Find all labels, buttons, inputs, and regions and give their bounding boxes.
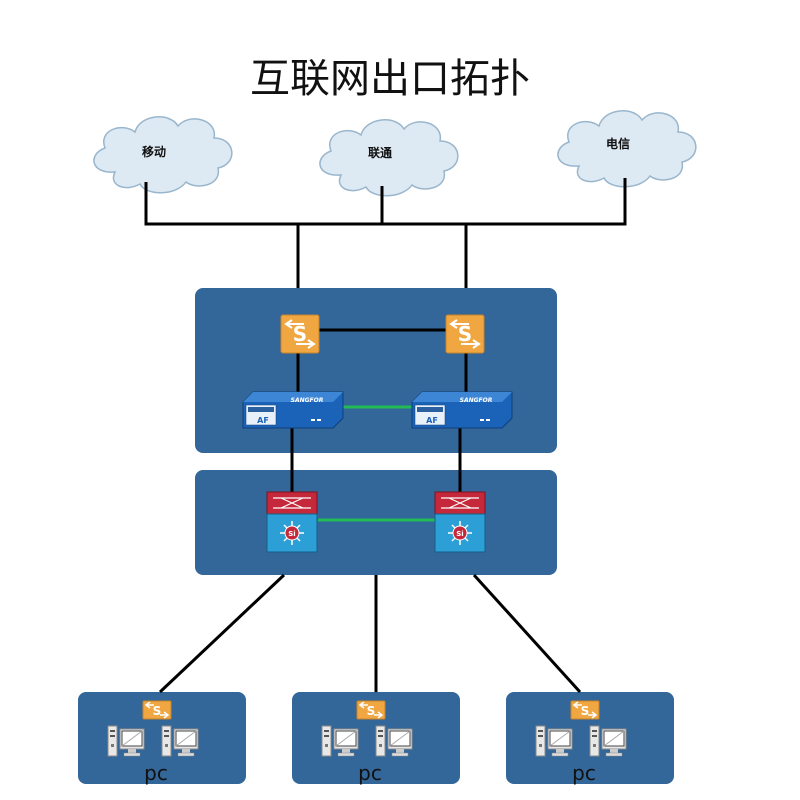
firewall-left: AF SANGFOR	[242, 391, 344, 429]
access-switch-3	[570, 700, 600, 720]
firewall-badge: AF	[426, 416, 438, 425]
isp-cloud-telecom: 电信	[557, 110, 697, 188]
core-badge: Si	[456, 530, 463, 538]
egress-switch-left	[280, 314, 320, 354]
pc-label: pc	[144, 761, 168, 785]
core-badge: Si	[288, 530, 295, 538]
isp-cloud-unicom: 联通	[319, 119, 459, 197]
isp-cloud-mobile: 移动	[93, 116, 233, 194]
firewall-badge: AF	[257, 416, 269, 425]
firewall-brand: SANGFOR	[460, 397, 493, 404]
egress-links	[290, 328, 468, 494]
isp-label: 电信	[606, 136, 630, 151]
pc-label: pc	[358, 761, 382, 785]
isp-label: 移动	[142, 144, 166, 159]
access-downlinks	[158, 573, 582, 694]
firewall-brand: SANGFOR	[291, 397, 324, 404]
core-switch-left: Si	[266, 491, 318, 553]
core-zone	[195, 470, 557, 575]
access-switch-2	[356, 700, 386, 720]
page-title: 互联网出口拓扑	[250, 56, 530, 102]
egress-switch-right	[445, 314, 485, 354]
pc-label: pc	[572, 761, 596, 785]
core-switch-right: Si	[434, 491, 486, 553]
access-switch-1	[142, 700, 172, 720]
isp-label: 联通	[368, 145, 392, 160]
firewall-right: AF SANGFOR	[411, 391, 513, 429]
